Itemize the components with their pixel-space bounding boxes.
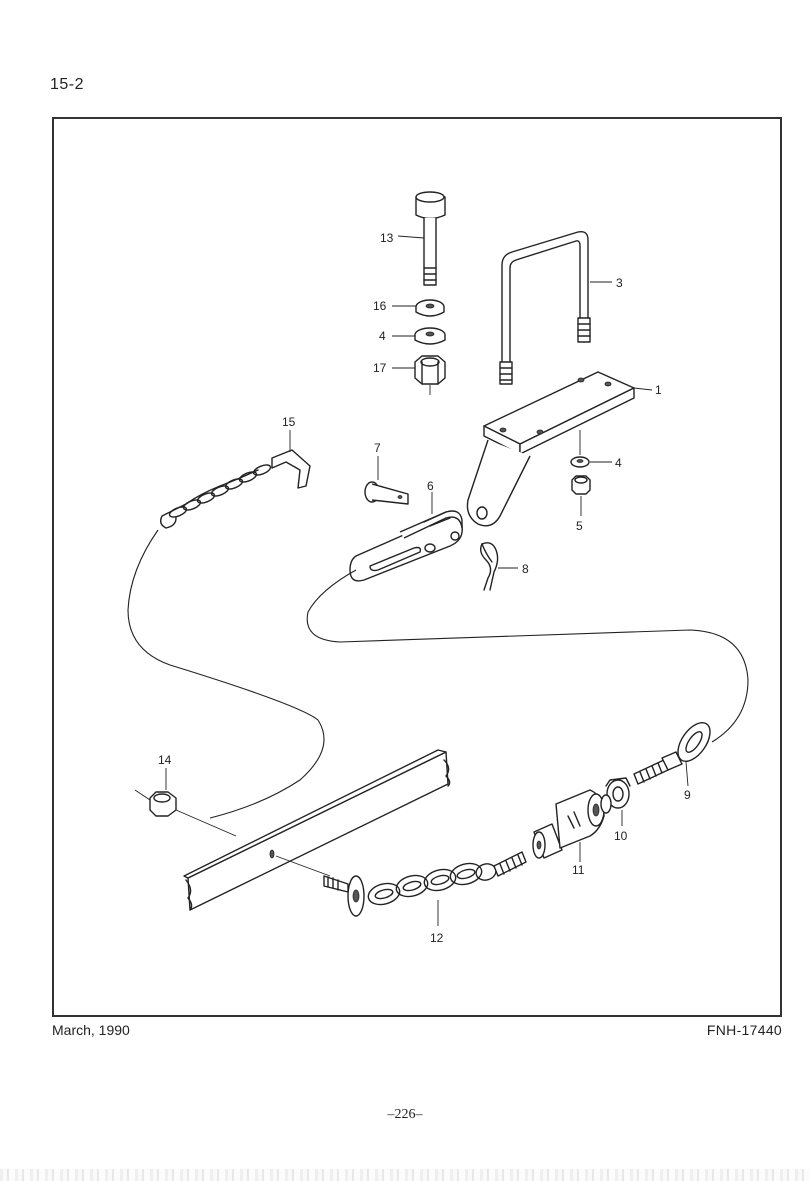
callout-12: 12 [430, 931, 444, 945]
leader-lines [165, 235, 689, 926]
part-4-washer-lower [570, 430, 590, 468]
callout-13: 13 [380, 231, 394, 245]
part-5-nut [571, 475, 591, 495]
cable-lines [127, 529, 749, 819]
part-15-chain-hook [159, 449, 311, 529]
illustration-frame [52, 117, 782, 1017]
part-9-eye-bolt [633, 722, 711, 785]
document-code: FNH-17440 [706, 1022, 782, 1038]
footer-date: March, 1990 [52, 1022, 130, 1038]
callout-7: 7 [374, 441, 381, 455]
part-13-bolt [415, 191, 446, 286]
callout-5: 5 [576, 519, 583, 533]
callout-8: 8 [522, 562, 529, 576]
callout-9: 9 [684, 788, 691, 802]
callout-11: 11 [572, 863, 585, 877]
drawbar-plate [175, 749, 451, 911]
section-number: 15-2 [50, 76, 85, 93]
part-16-washer [415, 299, 445, 317]
part-3-u-bolt [499, 230, 591, 385]
callout-6: 6 [427, 479, 434, 493]
callout-16: 16 [373, 299, 387, 313]
part-11-turnbuckle [532, 789, 605, 859]
callout-1: 1 [655, 383, 662, 397]
page-number: –226– [387, 1107, 423, 1122]
callout-4-upper: 4 [379, 329, 386, 343]
callout-15: 15 [282, 415, 296, 429]
part-1-bracket [466, 371, 635, 527]
part-7-pin [364, 481, 409, 505]
scan-edge-artifact [0, 1169, 810, 1181]
callout-17: 17 [373, 361, 387, 375]
callout-14: 14 [158, 753, 172, 767]
part-4-washer-upper [414, 327, 446, 345]
callout-4-lower: 4 [615, 456, 622, 470]
part-10-lock-nut [600, 777, 631, 814]
part-8-r-clip [479, 542, 499, 591]
part-6-clevis [349, 510, 463, 582]
callout-3: 3 [616, 276, 623, 290]
part-17-nut [414, 355, 446, 395]
part-12-chain-bolt [323, 851, 527, 917]
part-14-nut [134, 789, 177, 817]
callout-10: 10 [614, 829, 628, 843]
